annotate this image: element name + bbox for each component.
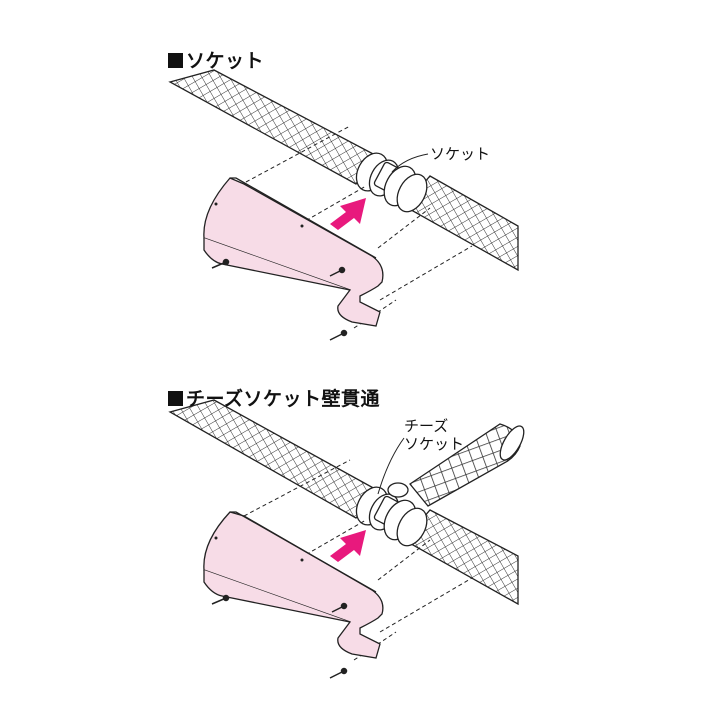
screw (329, 266, 346, 277)
tee-socket-callout-line2: ソケット (404, 435, 465, 453)
square-bullet-icon (168, 53, 183, 68)
corrugated-pipe-left (168, 399, 378, 519)
insert-arrow (330, 198, 366, 230)
section1-title: ソケット (168, 46, 264, 73)
insert-arrow (330, 530, 366, 562)
tee-socket-fitting (355, 482, 428, 547)
section2-title: チーズソケット壁貫通 (168, 384, 380, 411)
pipe-cover (203, 177, 384, 327)
socket-callout: ソケット (430, 145, 491, 163)
screw (211, 594, 230, 605)
tee-socket-callout-line1: チーズ (404, 417, 449, 435)
screw (331, 602, 348, 613)
section2-title-text: チーズソケット壁貫通 (186, 388, 381, 410)
screw (329, 329, 348, 341)
pipe-cover (203, 511, 384, 659)
section1-title-text: ソケット (186, 50, 265, 72)
section2-diagram (168, 399, 525, 679)
section1-diagram (168, 69, 519, 341)
callout-leader-line (377, 437, 405, 495)
screw (211, 258, 230, 269)
callout-leader-line (391, 153, 429, 173)
screw (329, 667, 348, 679)
square-bullet-icon (168, 391, 183, 406)
